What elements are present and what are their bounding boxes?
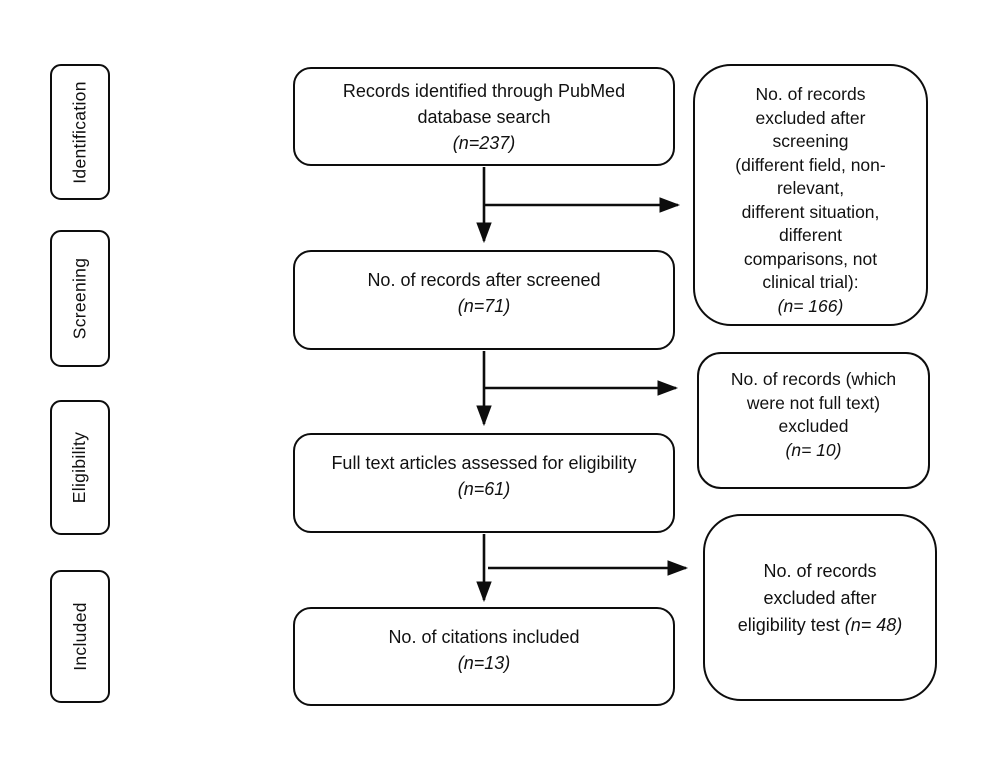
box-text-line: Records identified through PubMed xyxy=(342,81,626,101)
box-text-line: screening xyxy=(772,131,849,151)
exclusion-box-after-eligibility: No. of records excluded after eligibility … xyxy=(703,514,937,701)
stage-label-identification: Identification xyxy=(69,80,90,184)
box-text-line: excluded xyxy=(778,416,849,436)
box-text-line: (n=13) xyxy=(457,653,511,673)
stage-label-eligibility: Eligibility xyxy=(69,431,90,504)
box-text-line: (different field, non- xyxy=(735,154,886,175)
box-text-line: No. of records xyxy=(755,84,866,104)
box-text-line: were not full text) xyxy=(746,392,881,413)
flow-box-full-text-assessed: Full text articles assessed for eligibil… xyxy=(293,433,675,533)
stage-box-included: Included xyxy=(50,570,110,703)
stage-label-screening: Screening xyxy=(69,257,90,340)
box-text-line: Full text articles assessed for eligibil… xyxy=(331,453,637,473)
box-text-line: different situation, xyxy=(741,201,880,222)
box-text-line: (n= 166) xyxy=(777,295,844,316)
box-text-line: relevant, xyxy=(776,178,845,198)
flow-box-citations-included: No. of citations included (n=13) xyxy=(293,607,675,706)
box-text-line: database search xyxy=(417,107,551,127)
box-text-line: No. of citations included xyxy=(388,627,580,647)
stage-box-identification: Identification xyxy=(50,64,110,200)
box-text-line: different xyxy=(779,225,842,245)
box-text-line: (n= 10) xyxy=(785,439,842,460)
stage-box-eligibility: Eligibility xyxy=(50,400,110,535)
box-text-line: No. of records xyxy=(763,561,877,581)
box-text-line: comparisons, not xyxy=(743,248,878,269)
box-text-line: (n=71) xyxy=(457,296,511,316)
box-text-line: eligibility test (n= 48) xyxy=(737,615,903,635)
exclusion-box-not-full-text: No. of records (which were not full text)… xyxy=(697,352,930,489)
flow-box-records-after-screened: No. of records after screened (n=71) xyxy=(293,250,675,350)
flow-box-records-identified: Records identified through PubMed databas… xyxy=(293,67,675,166)
box-text-line: clinical trial): xyxy=(762,272,859,292)
box-text-line: (n=237) xyxy=(452,133,516,153)
box-text-line: excluded after xyxy=(763,588,877,608)
box-text-line: (n=61) xyxy=(457,479,511,499)
stage-box-screening: Screening xyxy=(50,230,110,367)
exclusion-box-after-screening: No. of records excluded after screening (di… xyxy=(693,64,928,326)
box-text-line: excluded after xyxy=(755,107,866,128)
box-text-line: No. of records (which xyxy=(730,369,897,389)
stage-label-included: Included xyxy=(69,602,90,671)
box-text-line: No. of records after screened xyxy=(367,270,601,290)
